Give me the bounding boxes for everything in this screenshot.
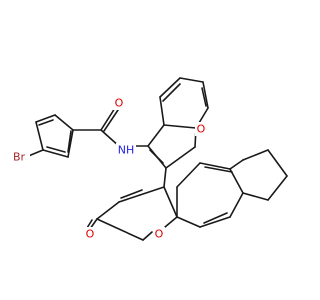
atom-o-furan: O bbox=[195, 122, 207, 136]
bond bbox=[163, 167, 167, 188]
bond bbox=[67, 130, 72, 153]
bond bbox=[229, 192, 244, 218]
bond bbox=[229, 159, 244, 170]
bond bbox=[165, 146, 196, 169]
bond bbox=[201, 87, 207, 107]
bond bbox=[46, 146, 66, 153]
bond bbox=[267, 149, 288, 177]
bond bbox=[176, 216, 201, 228]
bond bbox=[203, 212, 228, 224]
atom-o-pyran-label: O bbox=[155, 228, 164, 241]
bond bbox=[42, 149, 69, 158]
atom-br-label: Br bbox=[13, 151, 26, 164]
bond bbox=[67, 129, 74, 158]
bond bbox=[164, 216, 178, 228]
bond bbox=[54, 114, 74, 131]
atom-o-furan-label: O bbox=[197, 123, 206, 136]
bond bbox=[204, 166, 233, 173]
bond bbox=[159, 96, 165, 126]
molecule-structure: Br O NH O O O bbox=[8, 77, 288, 241]
bond bbox=[38, 119, 54, 126]
atom-o-amide: O bbox=[113, 96, 125, 110]
bond bbox=[199, 162, 231, 170]
bond bbox=[163, 124, 197, 129]
bonds bbox=[25, 77, 288, 241]
bond bbox=[118, 194, 141, 203]
bond bbox=[242, 149, 269, 161]
bond bbox=[162, 83, 181, 102]
bond bbox=[100, 107, 116, 131]
bond bbox=[179, 77, 204, 83]
bond bbox=[35, 121, 44, 151]
bond bbox=[202, 81, 209, 109]
atom-o-carbonyl: O bbox=[84, 227, 96, 241]
bond bbox=[147, 124, 165, 147]
bond bbox=[35, 114, 56, 123]
bond bbox=[96, 218, 144, 241]
bond bbox=[229, 168, 244, 194]
atom-br: Br bbox=[8, 150, 30, 164]
bond bbox=[103, 109, 119, 132]
bond bbox=[163, 186, 178, 218]
bond bbox=[139, 186, 165, 196]
bond bbox=[199, 216, 231, 228]
atom-nh: NH bbox=[116, 143, 136, 157]
bond bbox=[176, 162, 201, 188]
bond bbox=[149, 149, 164, 164]
bond bbox=[120, 189, 143, 199]
bond bbox=[159, 77, 181, 98]
bond bbox=[242, 192, 269, 201]
bond bbox=[267, 175, 288, 201]
bond bbox=[96, 201, 120, 220]
atom-labels: Br O NH O O O bbox=[8, 96, 207, 241]
atom-nh-label: NH bbox=[118, 144, 135, 157]
atom-o-amide-label: O bbox=[115, 97, 124, 110]
bond bbox=[86, 219, 93, 229]
atom-o-carbonyl-label: O bbox=[86, 228, 95, 241]
bond bbox=[142, 231, 153, 241]
atom-o-pyran: O bbox=[153, 227, 165, 241]
